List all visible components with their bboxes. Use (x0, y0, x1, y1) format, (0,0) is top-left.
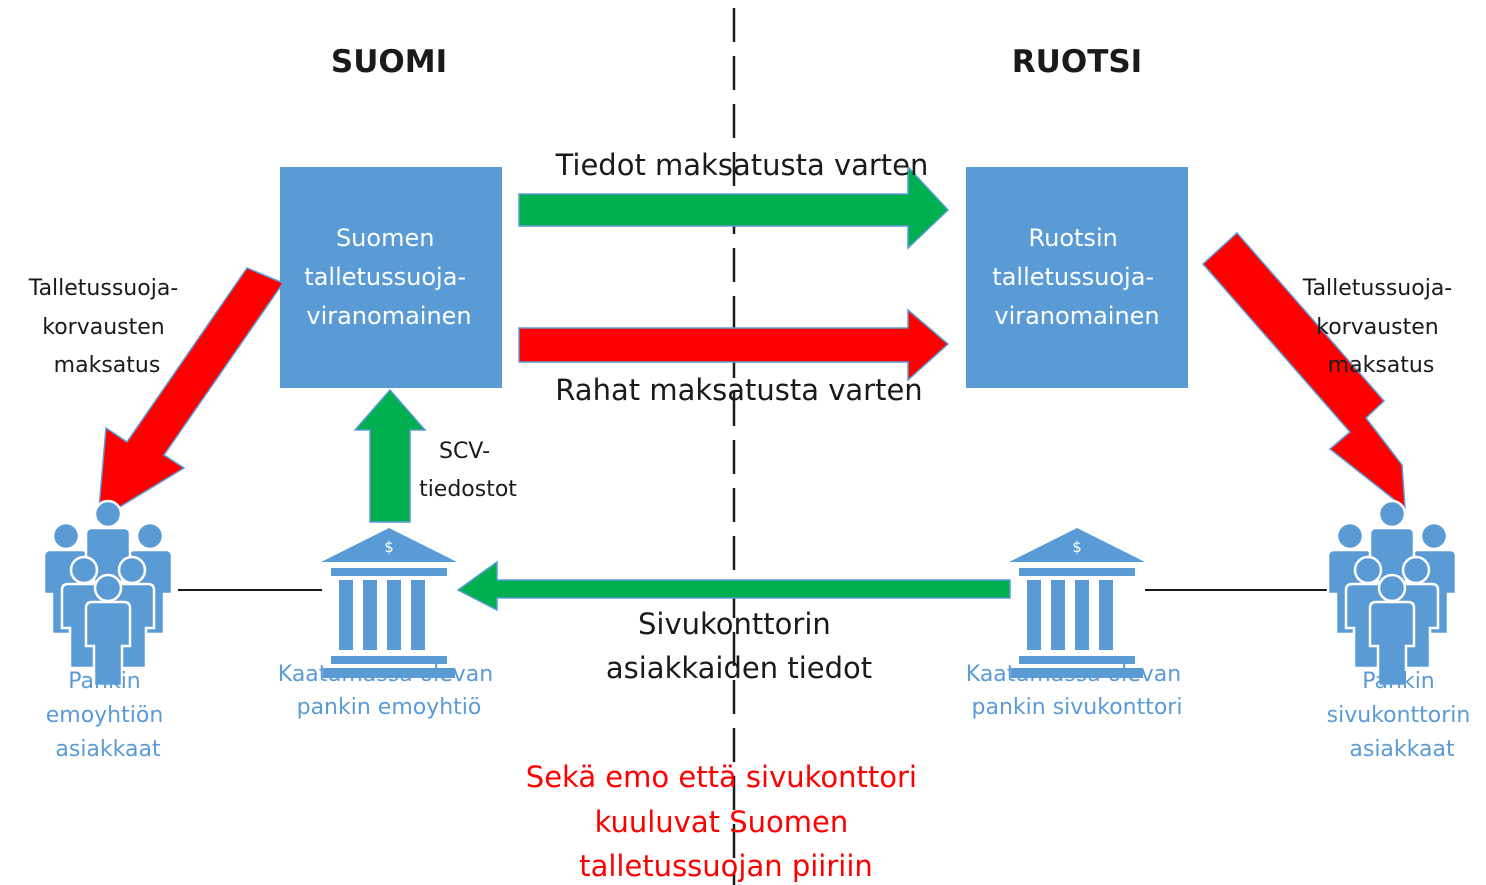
compensation-arrow-right (1201, 231, 1406, 510)
finland-authority-line-2: talletussuoja- (304, 263, 466, 291)
branch-customers-line-2: sivukonttorin (1327, 703, 1471, 728)
branch-bank-line-1: Kaatumassa olevan (966, 662, 1181, 687)
header-finland: SUOMI (331, 44, 447, 80)
branch-customers-line-3: asiakkaat (1349, 737, 1455, 762)
parent-bank-icon: $ (321, 528, 457, 678)
scv-label-line-2: tiedostot (419, 477, 517, 502)
compensation-left-line-3: maksatus (54, 353, 161, 378)
info-arrow (518, 165, 950, 250)
money-arrow-label: Rahat maksatusta varten (555, 373, 922, 407)
parent-bank-line-2: pankin emoyhtiö (297, 695, 482, 720)
sweden-authority-line-3: viranomainen (994, 302, 1159, 330)
parent-customers-line-1: Pankin (68, 669, 141, 694)
sweden-authority-box: Ruotsin talletussuoja- viranomainen (966, 167, 1188, 388)
branch-info-arrow (456, 560, 1011, 612)
svg-text:Kaatumassa olevan pankin s: Kaatumassa olevan pankin sivukonttori (966, 662, 1188, 720)
note-line-3: talletussuojan piiriin (579, 849, 873, 883)
scv-label-line-1: SCV- (439, 439, 490, 464)
branch-customers-line-1: Pankin (1362, 669, 1435, 694)
note-line-2: kuuluvat Suomen (595, 805, 849, 839)
compensation-left-line-2: korvausten (42, 315, 164, 340)
branch-customers-icon (1328, 501, 1456, 686)
svg-text:Sekä emo että sivukonttori: Sekä emo että sivukonttori kuuluvat Suom… (526, 760, 926, 883)
branch-bank-icon: $ (1009, 528, 1145, 678)
info-arrow-label: Tiedot maksatusta varten (555, 148, 929, 182)
svg-text:SCV- tiedostot: SCV- tiedostot (419, 439, 517, 502)
finland-authority-box: Suomen talletussuoja- viranomainen (280, 167, 502, 388)
svg-text:$: $ (384, 538, 394, 556)
branch-info-label-line-1: Sivukonttorin (638, 607, 831, 641)
compensation-right-line-1: Talletussuoja- (1302, 276, 1452, 301)
svg-text:Sivukonttorin asiakkaiden: Sivukonttorin asiakkaiden tiedot (606, 607, 872, 685)
parent-customers-line-3: asiakkaat (55, 737, 161, 762)
svg-text:Suomen talletussuoja-: Suomen talletussuoja- viranomainen (304, 224, 473, 330)
note-line-1: Sekä emo että sivukonttori (526, 760, 917, 794)
svg-text:$: $ (1072, 538, 1082, 556)
branch-info-label-line-2: asiakkaiden tiedot (606, 651, 872, 685)
money-arrow (518, 308, 950, 382)
sweden-authority-line-2: talletussuoja- (992, 263, 1154, 291)
compensation-left-line-1: Talletussuoja- (28, 276, 178, 301)
svg-text:Ruotsin talletussuoja-: Ruotsin talletussuoja- viranomainen (992, 224, 1161, 330)
compensation-arrow-left (97, 267, 285, 522)
compensation-right-line-2: korvausten (1316, 315, 1438, 340)
sweden-authority-line-1: Ruotsin (1029, 224, 1118, 252)
svg-text:Kaatumassa olevan pankin e: Kaatumassa olevan pankin emoyhtiö (278, 662, 500, 720)
svg-text:Talletussuoja- korvausten: Talletussuoja- korvausten maksatus (28, 276, 185, 378)
svg-text:Talletussuoja- korvausten: Talletussuoja- korvausten maksatus (1302, 276, 1459, 378)
finland-authority-line-1: Suomen (336, 224, 434, 252)
branch-bank-line-2: pankin sivukonttori (972, 695, 1183, 720)
parent-customers-icon (44, 501, 172, 686)
svg-text:Pankin emoyhtiön asiak: Pankin emoyhtiön asiakkaat (46, 669, 171, 762)
parent-bank-line-1: Kaatumassa olevan (278, 662, 493, 687)
parent-customers-line-2: emoyhtiön (46, 703, 164, 728)
header-sweden: RUOTSI (1012, 44, 1142, 80)
compensation-right-line-3: maksatus (1328, 353, 1435, 378)
scv-arrow (353, 388, 427, 523)
finland-authority-line-3: viranomainen (306, 302, 471, 330)
svg-text:Pankin sivukonttorin a: Pankin sivukonttorin asiakkaat (1327, 669, 1478, 762)
